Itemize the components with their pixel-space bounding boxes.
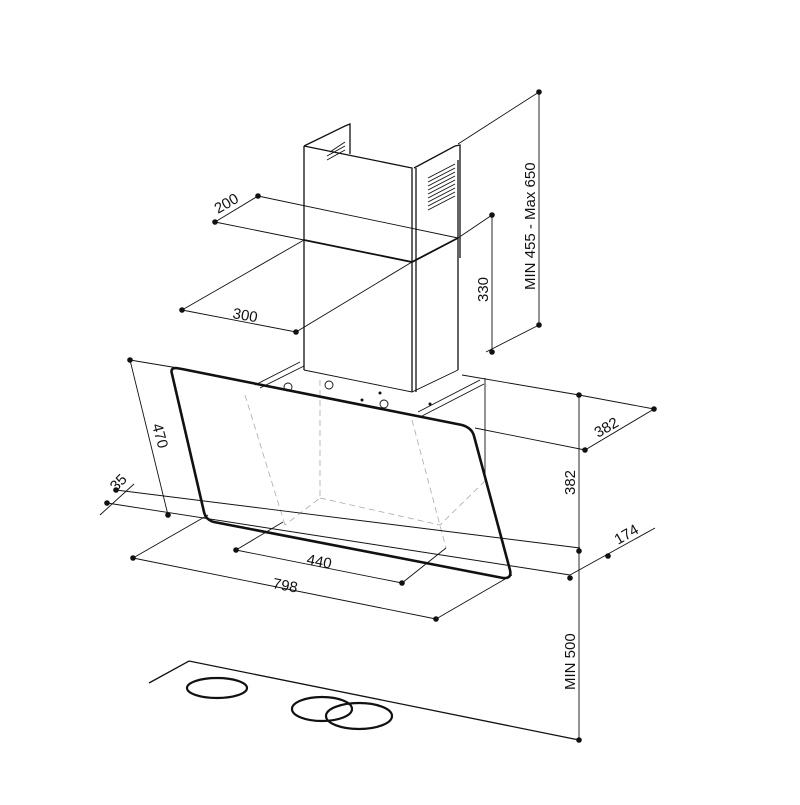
label-min-hob-distance: MIN 500: [562, 633, 579, 690]
label-overall-width: 798: [271, 575, 299, 596]
hob-edge: [148, 660, 580, 741]
label-chimney-height: MIN 455 - Max 650: [522, 162, 539, 290]
hob-burner-center: [290, 695, 354, 723]
chimney-section-joint: [303, 237, 459, 263]
label-inner-width: 440: [305, 551, 333, 572]
chimney: [303, 123, 461, 392]
chimney-upper-back-right: [413, 144, 461, 258]
dimension-lines: [99, 89, 657, 743]
hob-burner-right: [324, 701, 394, 731]
vent-grille-icon: [326, 141, 456, 211]
motor-body: [254, 361, 486, 480]
label-canopy-height: 382: [562, 470, 579, 495]
label-chimney-width: 300: [231, 305, 259, 326]
label-canopy-depth-bottom: 174: [612, 521, 642, 548]
chimney-front-right-edge: [303, 145, 413, 392]
hidden-lines: [244, 380, 487, 549]
label-chimney-lower: 330: [475, 277, 492, 302]
chimney-upper-back-left: [303, 123, 351, 154]
label-glass-height: 470: [148, 422, 171, 451]
label-chimney-depth: 200: [212, 190, 242, 217]
label-canopy-depth-top: 382: [592, 414, 622, 441]
hob-burner-left: [185, 676, 249, 700]
hob: [148, 660, 580, 741]
glass-panel: [170, 366, 512, 580]
